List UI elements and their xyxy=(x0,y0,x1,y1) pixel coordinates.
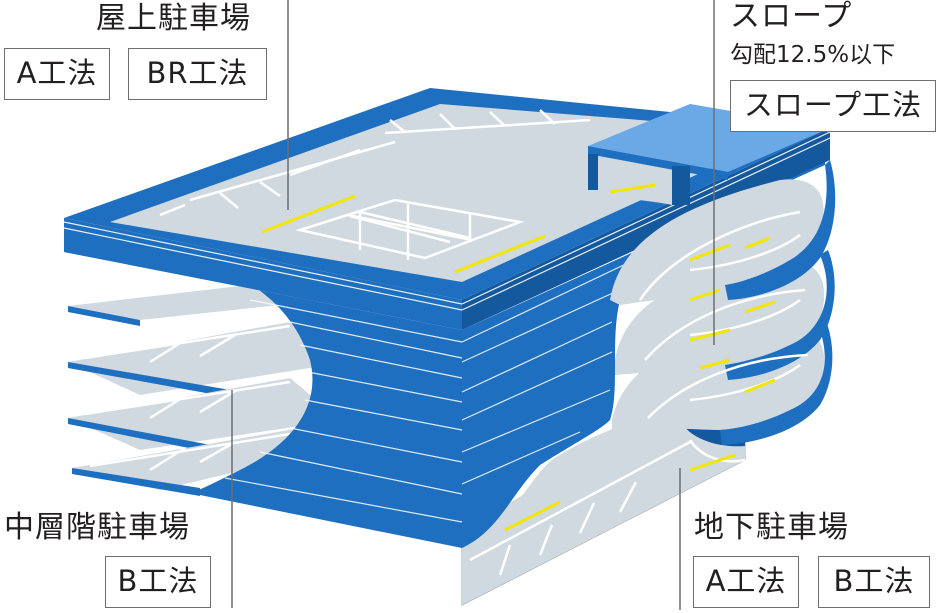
middle-floor-4 xyxy=(72,428,300,496)
slope-method-box: スロープ工法 xyxy=(730,80,936,132)
rooftop-method-br-box: BR工法 xyxy=(128,48,267,100)
middle-floor-label: 中層階駐車場 xyxy=(4,510,190,545)
underground-label: 地下駐車場 xyxy=(694,510,849,545)
underground-method-b-box: B工法 xyxy=(818,556,930,608)
rooftop-label: 屋上駐車場 xyxy=(96,1,251,36)
roof-arrows xyxy=(261,194,546,274)
slope-label: スロープ xyxy=(730,0,853,34)
ramp-spiral xyxy=(610,160,836,445)
roof-parking-lines xyxy=(159,109,591,260)
leader-lines xyxy=(231,0,715,610)
rooftop-method-a-box: A工法 xyxy=(4,48,110,100)
underground-method-a-box: A工法 xyxy=(693,556,799,608)
middle-method-b-box: B工法 xyxy=(105,556,211,608)
slope-grade-label: 勾配12.5%以下 xyxy=(730,42,896,68)
